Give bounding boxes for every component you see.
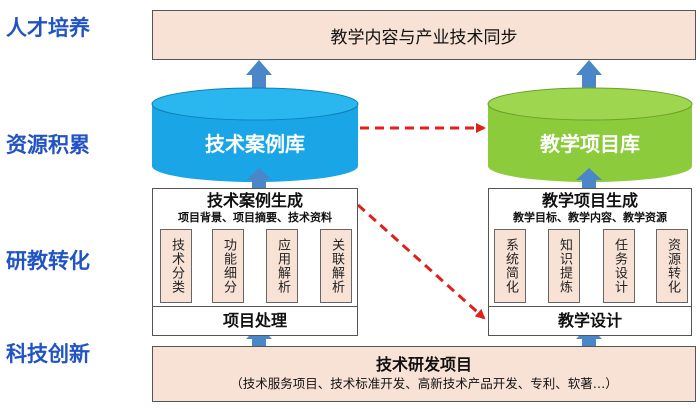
db-cylinder-left <box>151 87 359 182</box>
side-label-resources: 资源积累 <box>6 133 90 157</box>
up-arrow-right-db <box>576 60 602 90</box>
right-panel-title: 教学项目生成 <box>541 191 638 210</box>
dashed-arrow-case-to-design <box>356 203 486 320</box>
db-right-label: 教学项目库 <box>540 132 640 156</box>
right-column-2: 知识提炼 <box>548 229 580 303</box>
up-arrow-left-panel <box>246 168 272 190</box>
bottom-box-subtitle: （技术服务项目、技术标准开发、高新技术产品开发、专利、软著…） <box>230 376 618 391</box>
up-arrow-right-panel <box>576 168 602 190</box>
left-column-2: 功能细分 <box>212 229 244 303</box>
top-box: 教学内容与产业技术同步 <box>152 10 696 60</box>
side-label-talent: 人才培养 <box>6 16 90 40</box>
bottom-box: 技术研发项目 （技术服务项目、技术标准开发、高新技术产品开发、专利、软著…） <box>152 346 696 402</box>
right-column-4: 资源转化 <box>656 229 688 303</box>
side-label-conversion: 研教转化 <box>6 249 90 273</box>
right-panel-footer: 教学设计 <box>488 306 692 336</box>
right-column-3: 任务设计 <box>603 229 635 303</box>
up-arrow-left-db <box>246 60 272 90</box>
right-panel-subtitle: 教学目标、教学内容、教学资源 <box>513 211 667 224</box>
bottom-box-title: 技术研发项目 <box>375 355 472 374</box>
top-box-text: 教学内容与产业技术同步 <box>330 27 518 48</box>
left-column-3: 应用解析 <box>266 229 298 303</box>
db-cylinder-right <box>487 87 693 182</box>
left-panel-subtitle: 项目背景、项目摘要、技术资料 <box>178 211 332 224</box>
right-column-1: 系统简化 <box>494 229 526 303</box>
db-left-label: 技术案例库 <box>205 132 305 156</box>
side-label-innovation: 科技创新 <box>6 342 90 366</box>
left-panel-title: 技术案例生成 <box>206 191 303 210</box>
left-panel-footer: 项目处理 <box>152 306 358 336</box>
left-column-1: 技术分类 <box>160 229 192 303</box>
left-column-4: 关联解析 <box>320 229 352 303</box>
